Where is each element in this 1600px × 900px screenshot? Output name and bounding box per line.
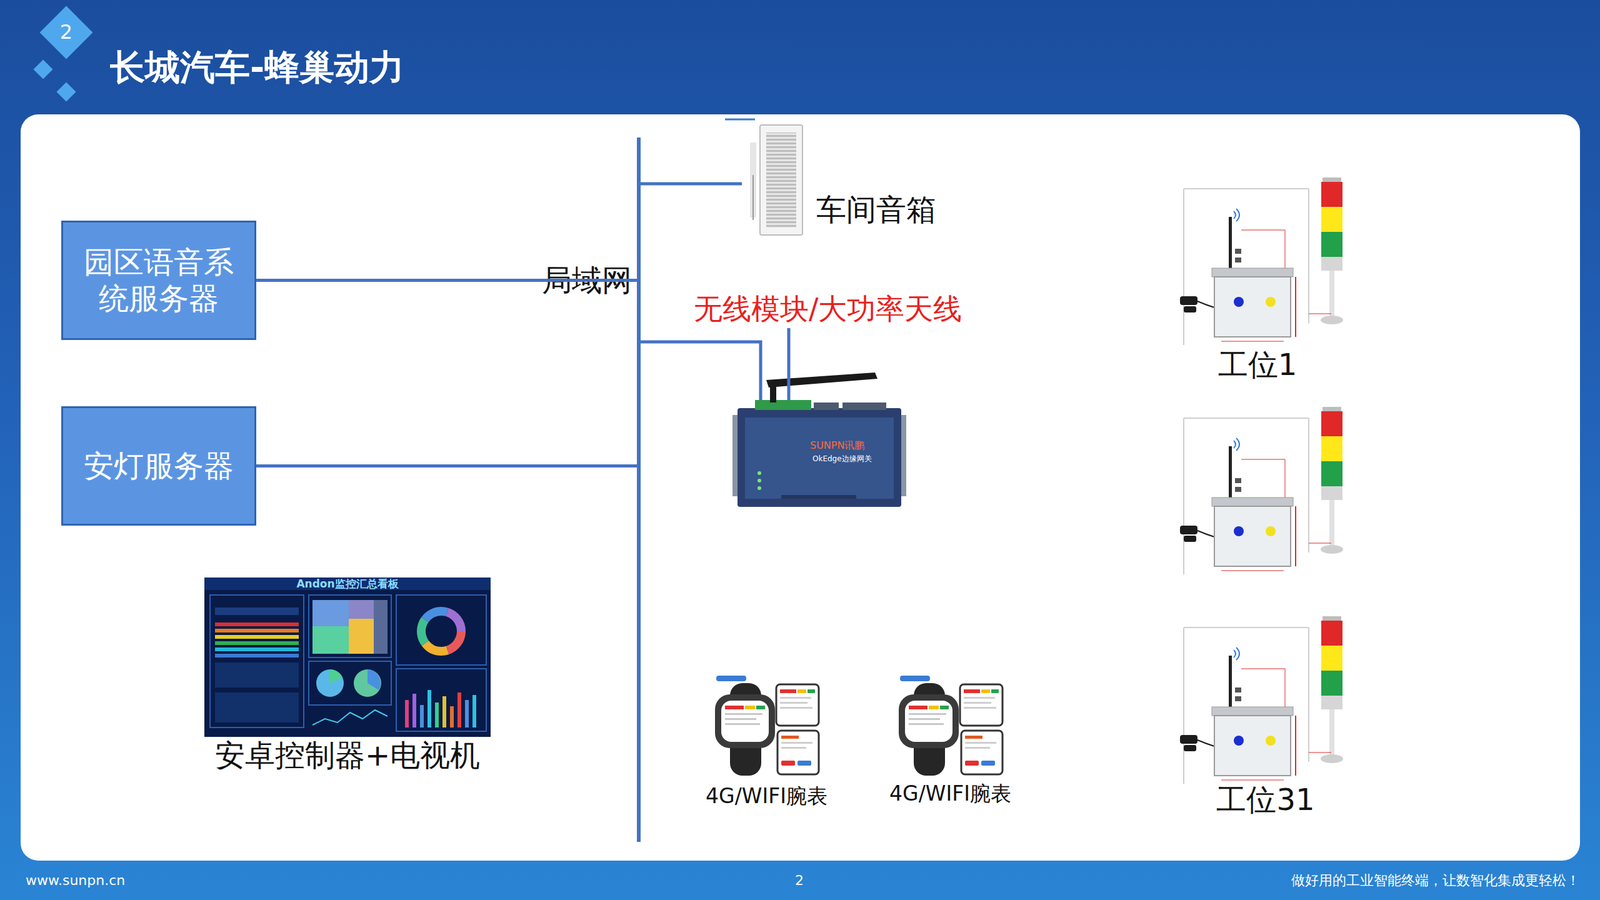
gateway: 无线模块/大功率天线 xyxy=(737,400,902,507)
node-label: 安灯服务器 xyxy=(81,448,236,485)
node-label: 无线模块/大功率天线 xyxy=(693,291,963,327)
device-model: OkEdge边缘网关 xyxy=(812,454,872,464)
footer-slogan: 做好用的工业智能终端，让数智化集成更轻松！ xyxy=(1162,872,1580,889)
node-label: 4G/WIFI腕表 xyxy=(870,781,1031,807)
node-label: 园区语音系统服务器 xyxy=(81,244,236,317)
screen-title: Andon监控汇总看板 xyxy=(253,577,442,590)
station-drawing xyxy=(1180,177,1344,784)
lan-link xyxy=(640,341,761,400)
gateway-drawing xyxy=(732,328,907,507)
node-label: 工位31 xyxy=(1203,781,1329,819)
dashboard-screen xyxy=(204,577,491,737)
node-label: 4G/WIFI腕表 xyxy=(686,783,847,809)
server-box: 园区语音系统服务器 xyxy=(61,220,257,340)
speaker: 车间音箱 xyxy=(741,122,807,237)
node-label: 车间音箱 xyxy=(816,191,937,229)
page-number: 2 xyxy=(786,872,812,889)
speaker-drawing xyxy=(725,119,803,235)
tv-dashboard: 安卓控制器+电视机 xyxy=(204,577,491,737)
section-number: 2 xyxy=(47,20,85,44)
smart-watch: 4G/WIFI腕表 xyxy=(711,675,822,776)
footer-url: www.sunpn.cn xyxy=(25,872,125,889)
smart-watch: 4G/WIFI腕表 xyxy=(895,675,1006,776)
workstation: 工位31 xyxy=(1183,627,1389,786)
server-box: 安灯服务器 xyxy=(61,406,257,526)
workstation: 工位1 xyxy=(1183,188,1389,342)
node-label: 安卓控制器+电视机 xyxy=(173,737,522,774)
watch-drawing xyxy=(715,675,1003,776)
node-label: 工位1 xyxy=(1195,346,1320,384)
badge-diamonds xyxy=(33,6,93,102)
device-brand: SUNPN讯鹏 xyxy=(810,439,865,452)
slide-title: 长城汽车-蜂巢动力 xyxy=(110,46,405,89)
lan-bus: 局域网 xyxy=(636,137,641,842)
lan-link xyxy=(256,464,637,468)
lan-link xyxy=(256,278,637,282)
lan-link xyxy=(640,182,742,186)
